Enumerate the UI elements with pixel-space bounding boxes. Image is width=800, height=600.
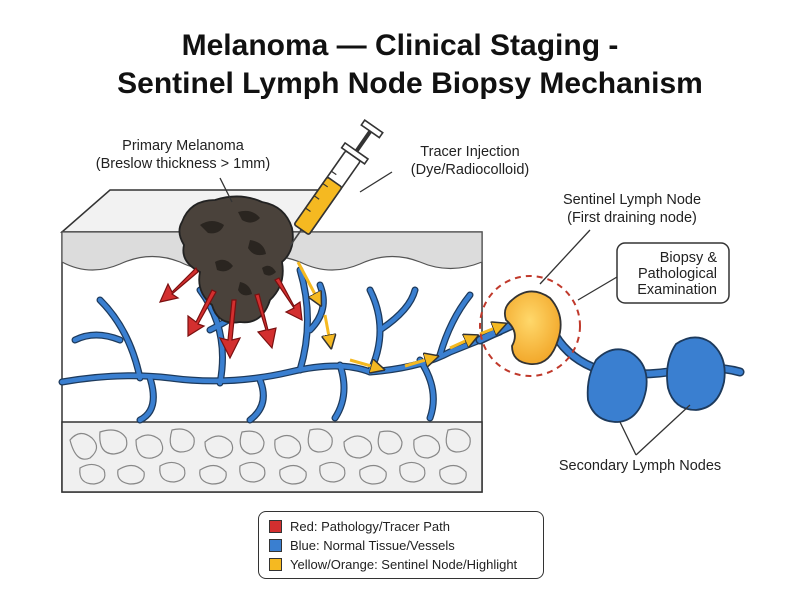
legend-label-blue: Blue: Normal Tissue/Vessels — [290, 538, 455, 553]
legend-swatch-red — [269, 520, 282, 533]
tracer-injection-label: Tracer Injection — [420, 144, 519, 160]
legend-label-yellow: Yellow/Orange: Sentinel Node/Highlight — [290, 557, 518, 572]
legend: Red: Pathology/Tracer Path Blue: Normal … — [258, 511, 544, 579]
sentinel-node-sublabel: (First draining node) — [567, 210, 697, 226]
secondary-nodes-label: Secondary Lymph Nodes — [559, 458, 721, 474]
leader-lines — [219, 171, 691, 456]
secondary-lymph-nodes — [586, 336, 726, 423]
biopsy-callout-box — [616, 242, 730, 304]
title-line-2: Sentinel Lymph Node Biopsy Mechanism — [117, 67, 703, 100]
biopsy-label-3: Examination — [637, 282, 717, 298]
legend-item-red: Red: Pathology/Tracer Path — [269, 517, 533, 536]
legend-swatch-blue — [269, 539, 282, 552]
subcutaneous-layer — [61, 421, 483, 493]
tracer-flow-arrows — [296, 261, 500, 368]
biopsy-label-1: Biopsy & — [660, 250, 718, 266]
fat-cells — [69, 428, 471, 485]
primary-melanoma-tumor — [178, 195, 294, 324]
legend-label-red: Red: Pathology/Tracer Path — [290, 519, 450, 534]
sentinel-lymph-node — [479, 275, 581, 377]
biopsy-label-2: Pathological — [638, 266, 717, 282]
tracer-injection-sublabel: (Dye/Radiocolloid) — [411, 162, 529, 178]
primary-melanoma-label: Primary Melanoma — [122, 138, 245, 154]
tumor-spread-arrows — [158, 266, 303, 360]
syringe-icon — [289, 118, 384, 247]
title-line-1: Melanoma — Clinical Staging - — [181, 29, 619, 62]
primary-melanoma-sublabel: (Breslow thickness > 1mm) — [96, 156, 270, 172]
legend-swatch-yellow — [269, 558, 282, 571]
legend-item-blue: Blue: Normal Tissue/Vessels — [269, 536, 533, 555]
legend-item-yellow: Yellow/Orange: Sentinel Node/Highlight — [269, 555, 533, 574]
sentinel-node-label: Sentinel Lymph Node — [563, 192, 701, 208]
